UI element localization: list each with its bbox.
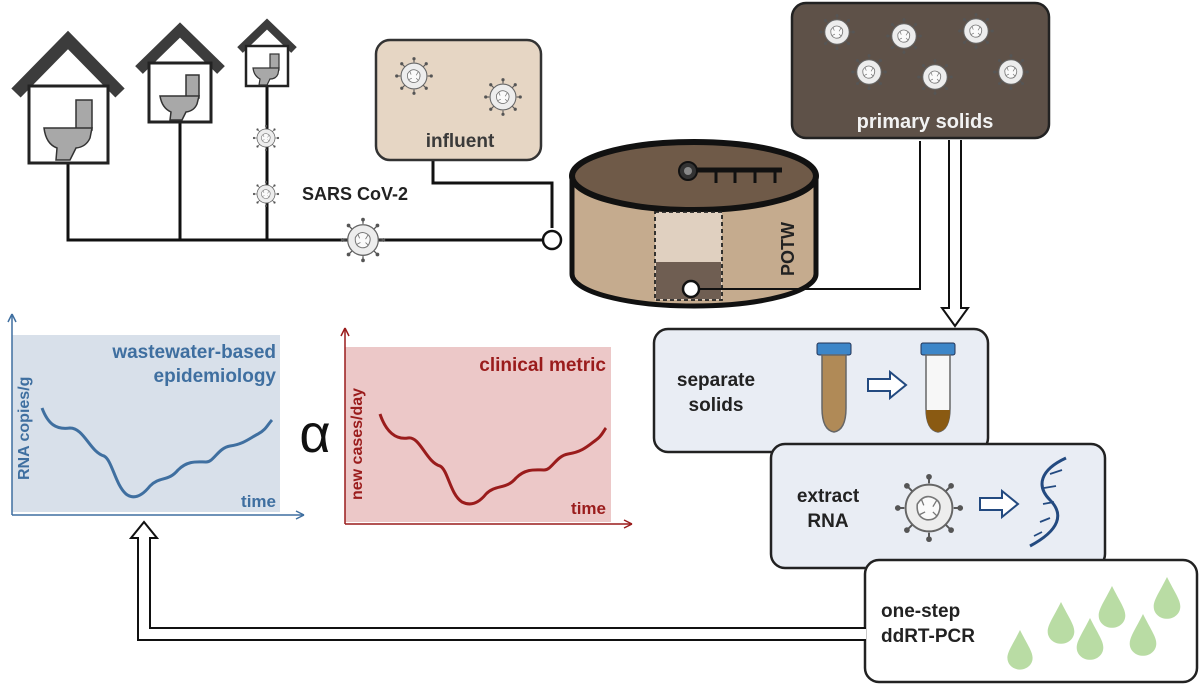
extract-arrow (979, 488, 1020, 520)
primary-solids-label: primary solids (857, 111, 994, 133)
wbe-chart: wastewater-based epidemiology RNA copies… (7, 313, 305, 520)
wbe-x-label: time (241, 492, 276, 511)
toilet-icon (252, 53, 280, 86)
tube-icon (920, 342, 956, 433)
virus-icon (957, 12, 995, 50)
separate-label-line1: separate (677, 370, 755, 391)
clinical-y-label: new cases/day (349, 388, 366, 500)
house-icon (135, 22, 225, 124)
pcr-label-line1: one-step (881, 601, 960, 622)
virus-icon (850, 53, 888, 91)
separate-solids-box: separate solids (652, 327, 990, 454)
virus-icon (885, 17, 923, 55)
separate-arrow (867, 369, 908, 401)
primary-solids-box: primary solids (790, 1, 1051, 140)
stirrer-icon (678, 161, 782, 183)
wbe-title-line1: wastewater-based (111, 342, 276, 363)
house-icon (11, 30, 125, 165)
clinical-x-label: time (571, 499, 606, 518)
extract-rna-box: extract RNA (769, 442, 1107, 570)
potw-tank: POTW (569, 139, 819, 309)
virus-icon (483, 77, 523, 117)
sampling-port (681, 279, 701, 299)
wbe-y-label: RNA copies/g (16, 377, 33, 480)
tube-icon (816, 342, 852, 433)
influent-box: influent (374, 38, 543, 162)
virus-icon (394, 56, 434, 96)
wbe-title-line2: epidemiology (154, 366, 277, 387)
virus-icon (992, 53, 1030, 91)
clinical-chart: clinical metric new cases/day time (340, 327, 633, 529)
potw-label: POTW (778, 222, 798, 276)
sars-label: SARS CoV-2 (302, 184, 408, 204)
ddrt-pcr-box: one-step ddRT-PCR (863, 558, 1199, 684)
solids-line (700, 141, 921, 290)
rna-strand-icon (1029, 456, 1067, 548)
virus-icon (818, 13, 856, 51)
virus-icon (340, 217, 386, 263)
separate-label-line2: solids (689, 395, 744, 416)
toilet-icon (159, 74, 200, 121)
wbe-trend-line (40, 407, 274, 499)
virus-icon (252, 180, 280, 208)
arrow-to-separate (940, 140, 970, 328)
virus-icon (252, 124, 280, 152)
house-icon (237, 18, 297, 88)
clinical-title: clinical metric (479, 355, 606, 376)
proportional-symbol: α (299, 404, 330, 464)
pipe-junction (541, 229, 563, 251)
extract-label-line1: extract (797, 486, 860, 507)
influent-label: influent (426, 131, 495, 152)
pcr-label-line2: ddRT-PCR (881, 626, 975, 647)
clinical-trend-line (378, 413, 608, 506)
toilet-icon (43, 99, 93, 161)
virus-icon (893, 472, 965, 544)
extract-label-line2: RNA (807, 511, 848, 532)
virus-icon (916, 58, 954, 96)
arrow-to-wbe-chart (128, 520, 866, 641)
